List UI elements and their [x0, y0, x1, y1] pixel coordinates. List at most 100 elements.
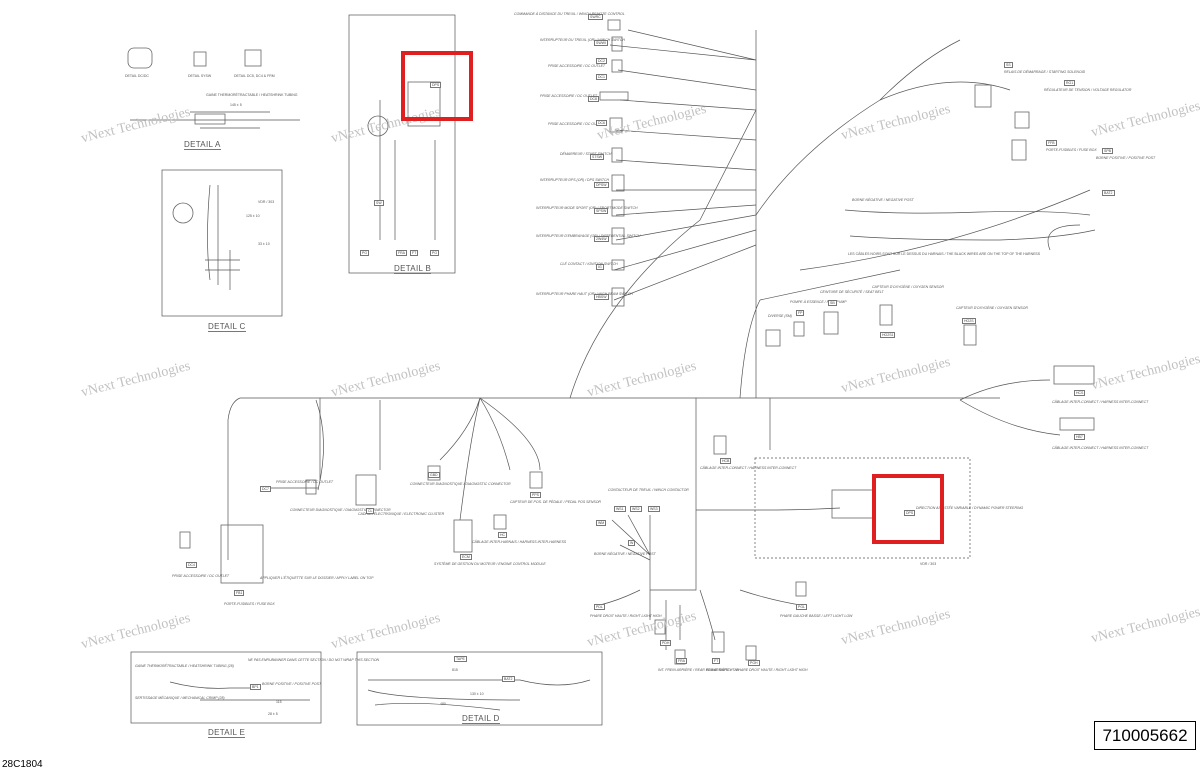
tape-code: TAPE — [454, 656, 467, 662]
dc-outlet-label: PRISE ACCESSOIRE / DC OUTLET — [172, 574, 230, 578]
connector-code: HBSW — [594, 294, 609, 300]
dimension-label: 33 ± 10 — [258, 242, 270, 246]
connector-code: BP1 — [250, 684, 261, 690]
heatshrink-label: GAINE THERMORÉTRACTABLE / HEATSHRINK TUB… — [135, 664, 234, 668]
positive-post-label: BORNE POSITIVE / POSITIVE POST — [262, 682, 322, 686]
lower-loop — [650, 398, 697, 591]
diff-switch-label: INTERRUPTEUR D'EMBRAYAGE (OR) / DIFFEREN… — [536, 234, 641, 238]
connector-code: FT — [712, 658, 721, 664]
dimension-label: 480 — [440, 702, 446, 706]
left-drop — [227, 397, 241, 560]
connector-code: DC8 — [588, 96, 600, 102]
connector-code: HO2S1 — [880, 332, 896, 338]
connector-code: GBD — [428, 472, 440, 478]
connector-code: FT — [410, 250, 419, 256]
detail-dcs-label: DETAIL DC5, DC4 & FRM — [234, 74, 275, 78]
detail-d-title: DETAIL D — [462, 714, 500, 724]
mech-crimp-label: SERTISSAGE MÉCANIQUE / MECHANICAL CRIMP … — [135, 696, 225, 700]
connector-code: SPB — [1102, 148, 1114, 154]
negative-post-label: BORNE NÉGATIVE / NEGATIVE POST — [594, 552, 656, 556]
dimension-label: 115 — [276, 700, 282, 704]
connector-code: STSW — [590, 154, 605, 160]
connector-code: SS — [1004, 62, 1013, 68]
connector-code: BAT2 — [1102, 190, 1115, 196]
dimension-label: 815 — [452, 668, 458, 672]
harness-inter-label: CÂBLAGE INTER-CONNECT / HARNESS INTER-CO… — [1052, 400, 1149, 404]
ecm-label: SYSTÈME DE GESTION DU MOTEUR / ENGINE CO… — [434, 562, 546, 566]
pedal-sensor-label: CAPTEUR DE POS. DE PÉDALE / PEDAL POS SE… — [510, 500, 601, 504]
detail-a-title: DETAIL A — [184, 140, 221, 150]
connector-code: DPS — [904, 510, 916, 516]
connector-code: PDL — [594, 604, 605, 610]
sport-switch-label: INTERRUPTEUR MODE SPORT (OR) / SPORT MOD… — [536, 206, 638, 210]
connector-code: HO2S — [962, 318, 976, 324]
start-switch-label: DÉMARREUR / START SWITCH — [560, 152, 612, 156]
connector-code: WM — [596, 520, 607, 526]
high-beam-label: INTERRUPTEUR PHARE HAUT (OR) / HIGH BEAM… — [536, 292, 633, 296]
diag-connector-label: CONNECTEUR DIAGNOSTIQUE / DIAGNOSTIC CON… — [410, 482, 511, 486]
fuse-box-label: PORTE-FUSIBLES / FUSE BOX — [1046, 148, 1097, 152]
voltage-regulator-label: RÉGULATEUR DE TENSION / VOLTAGE REGULATO… — [1044, 88, 1132, 92]
dps-switch-label: INTERRUPTEUR DPS (OR) / DPS SWITCH — [540, 178, 610, 182]
drawing-code: 28C1804 — [2, 759, 43, 770]
detail-dc-label: DETAIL DC/DC — [125, 74, 149, 78]
apply-label-note: APPLIQUER L'ÉTIQUETTE SUR LE DOSSIER / A… — [260, 576, 374, 580]
winch-remote-label: COMMANDE À DISTANCE DU TREUIL / WINCH RE… — [514, 12, 625, 16]
connector-code: HCS — [1074, 390, 1086, 396]
connector-code: FRA — [676, 658, 687, 664]
dps-label: DIRECTION ASSISTÉE VARIABLE / DYNAMIC PO… — [916, 506, 1024, 510]
connector-code: HCB — [720, 458, 732, 464]
connector-code: HC — [498, 532, 508, 538]
connector-code: WS2 — [630, 506, 642, 512]
brake-switch-label: INT. FREIN ARRIÈRE / REAR BRAKE SWITCH — [658, 668, 733, 672]
taillight-label: FEU ARRIÈRE / TAIL — [706, 668, 740, 672]
connector-code: ECM — [460, 554, 472, 560]
connector-code: WS1 — [614, 506, 626, 512]
dc-outlet-label: PRISE ACCESSOIRE / DC OUTLET — [548, 64, 606, 68]
detail-b-title: DETAIL B — [394, 264, 432, 274]
heatshrink-label: GAINE THERMORÉTRACTABLE / HEATSHRINK TUB… — [206, 93, 298, 97]
detail-sysw-label: DETAIL SYSW — [188, 74, 212, 78]
detail-e-title: DETAIL E — [208, 728, 246, 738]
connector-code: DC7 — [260, 486, 272, 492]
starting-solenoid-label: RELAIS DE DÉMARRAGE / STARTING SOLENOID — [1004, 70, 1086, 74]
seat-belt-label: CEINTURE DE SÉCURITÉ / SEAT BELT — [820, 290, 884, 294]
dimension-label: VDR / 303 — [920, 562, 937, 566]
connector-code: FRA — [396, 250, 407, 256]
connector-code: W — [628, 540, 636, 546]
dc-outlet-label: PRISE ACCESSOIRE / DC OUTLET — [548, 122, 606, 126]
connector-code: DPSW — [594, 182, 609, 188]
dimension-label: 28 ± 5 — [268, 712, 278, 716]
cables-note: LES CÂBLES NOIRS SONT SUR LE DESSUS DU H… — [848, 252, 1041, 256]
harness-wiring-label: CÂBLAGE INTER-HARNAIS / HARNESS INTER-HA… — [472, 540, 567, 544]
engine-label: DIVERSE (SM) — [768, 314, 792, 318]
connector-code: HB7 — [1074, 434, 1085, 440]
highlight-dps-connector — [872, 474, 944, 544]
connector-code: SWRC — [588, 14, 603, 20]
connector-code: PDH — [660, 640, 672, 646]
diag-connector-label: CONNECTEUR DIAGNOSTIQUE / DIAGNOSTIC CON… — [290, 508, 391, 512]
no-wrap-note: NE PAS ENRUBANNER DANS CETTE SECTION / D… — [248, 658, 380, 662]
connector-code: SWWI — [594, 40, 608, 46]
highlight-detail-b-dps — [401, 51, 473, 121]
connector-code: SB — [828, 300, 837, 306]
oxygen-sensor-label: CAPTEUR D'OXYGÈNE / OXYGEN SENSOR — [872, 285, 944, 289]
winch-contactor-label: CONTACTEUR DE TREUIL / WINCH CONTACTOR — [608, 488, 689, 492]
connector-code: CL — [366, 508, 375, 514]
connector-code: 2W4W — [594, 236, 609, 242]
connector-code: FFB — [1046, 140, 1057, 146]
harness-inter-label: CÂBLAGE INTER-CONNECT / HARNESS INTER-CO… — [1052, 446, 1149, 450]
cluster-label: CADRAN ÉLECTRONIQUE / ELECTRONIC CLUSTER — [358, 512, 445, 516]
right-high-label: PHARE DROIT HAUTE / RIGHT LIGHT HIGH — [590, 614, 662, 618]
connector-code: BAT2 — [502, 676, 515, 682]
connector-code: DC2 — [596, 58, 608, 64]
connector-code: DPS — [430, 82, 442, 88]
dimension-label: 125 ± 10 — [246, 214, 260, 218]
connector-code: PG — [430, 250, 440, 256]
negative-post-label: BORNE NÉGATIVE / NEGATIVE POST — [852, 198, 914, 202]
positive-post-label: BORNE POSITIVE / POSITIVE POST — [1096, 156, 1156, 160]
dimension-label: VDR / 303 — [258, 200, 275, 204]
dimension-label: 145 ± 5 — [230, 103, 242, 107]
connector-code: PGL — [796, 604, 808, 610]
